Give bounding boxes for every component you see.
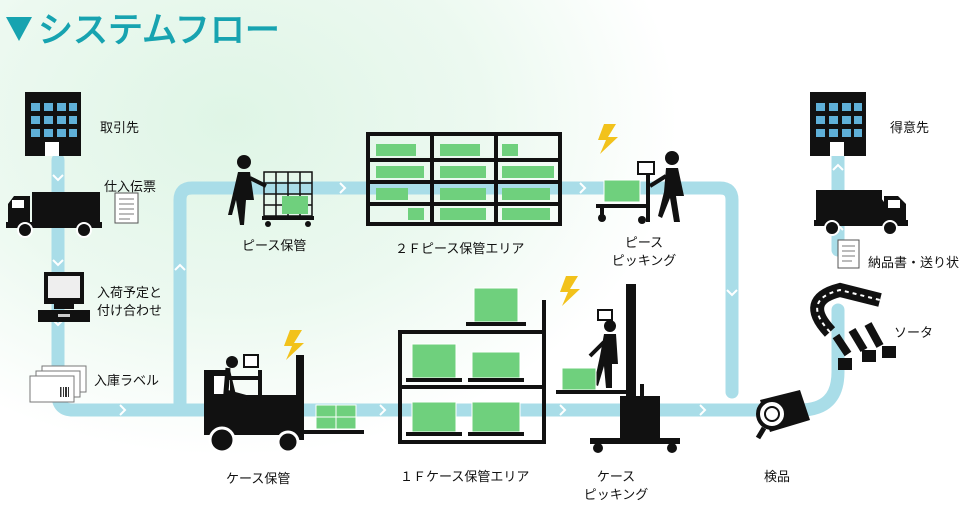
label-case-picking-line2: ピッキング	[583, 488, 649, 503]
document-icon	[837, 239, 860, 269]
inspection-icon	[755, 390, 810, 440]
shelf-icon	[398, 287, 546, 444]
label-customer: 得意先	[890, 121, 930, 136]
label-inspection: 検品	[764, 470, 791, 485]
label-piece-picking-line2: ピッキング	[611, 254, 677, 269]
document-icon	[114, 192, 139, 224]
label-arrival-schedule-line2: 付け合わせ	[97, 304, 163, 319]
label-delivery-docs: 納品書・送り状	[868, 256, 960, 271]
label-purchase-slip: 仕入伝票	[104, 180, 157, 195]
truck-icon	[6, 192, 102, 238]
building-icon	[810, 92, 866, 156]
worker-cart-icon	[228, 155, 314, 227]
label-1f-case-area: １Ｆケース保管エリア	[400, 470, 530, 485]
picker-icon	[556, 276, 680, 453]
label-storage-label: 入庫ラベル	[94, 374, 160, 389]
sorter-conveyor-icon	[810, 282, 896, 370]
truck-icon	[814, 190, 908, 236]
label-arrival-schedule-line1: 入荷予定と	[97, 286, 163, 301]
label-case-storage: ケース保管	[226, 472, 291, 487]
label-2f-piece-area: ２Ｆピース保管エリア	[395, 242, 525, 257]
shelf-icon	[366, 132, 562, 226]
forklift-icon	[204, 330, 364, 454]
building-icon	[25, 92, 81, 156]
page-title: システムフロー	[6, 2, 280, 53]
label-case-picking-line1: ケース	[596, 470, 636, 485]
picker-icon	[596, 124, 684, 224]
label-sorter: ソータ	[894, 326, 934, 341]
label-piece-storage: ピース保管	[242, 239, 307, 254]
label-cards-icon	[29, 365, 87, 403]
triangle-marker-icon	[6, 17, 32, 41]
label-supplier: 取引先	[100, 121, 140, 136]
computer-terminal-icon	[38, 272, 90, 322]
label-piece-picking-line1: ピース	[624, 236, 664, 251]
